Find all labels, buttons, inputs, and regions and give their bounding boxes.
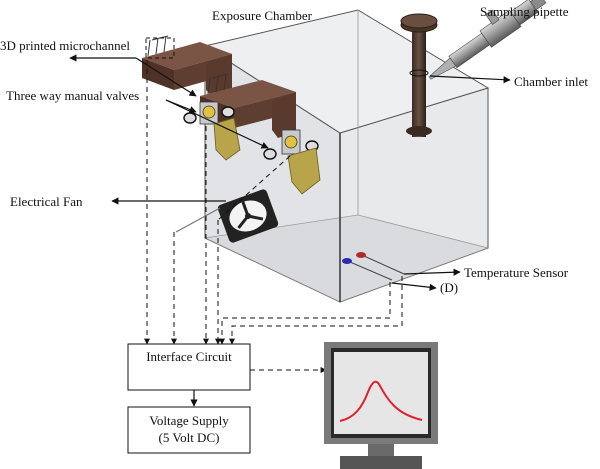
three-way-valve-2 [263,129,321,195]
interface-circuit-box: Interface Circuit [127,343,251,391]
microchannel-highlight [145,37,175,59]
voltage-supply-label: Voltage Supply [149,413,229,428]
sampling-pipette-label: Sampling pipette [480,4,569,19]
temperature-sensor-probes [342,252,405,281]
d-marker-label: (D) [440,280,458,295]
voltage-supply-box: Voltage Supply (5 Volt DC) [127,406,251,454]
chamber-inlet-label: Chamber inlet [514,74,588,89]
electrical-fan-label: Electrical Fan [10,194,83,209]
computer-monitor-icon [324,342,438,469]
chamber-inlet-rod [400,13,438,137]
interface-circuit-label: Interface Circuit [146,349,232,364]
microchannel-2 [200,73,296,138]
microchannel-label: 3D printed microchannel [0,38,130,53]
fan-cable [175,207,221,233]
temperature-sensor-label: Temperature Sensor [464,265,569,280]
pipette-icon [428,0,547,80]
valves-label: Three way manual valves [6,88,139,103]
signal-lines [144,60,403,373]
voltage-supply-spec: (5 Volt DC) [159,430,220,445]
label-arrows [69,54,511,291]
exposure-chamber-label: Exposure Chamber [212,8,313,23]
response-curve [339,380,423,422]
fan-icon [217,189,279,243]
